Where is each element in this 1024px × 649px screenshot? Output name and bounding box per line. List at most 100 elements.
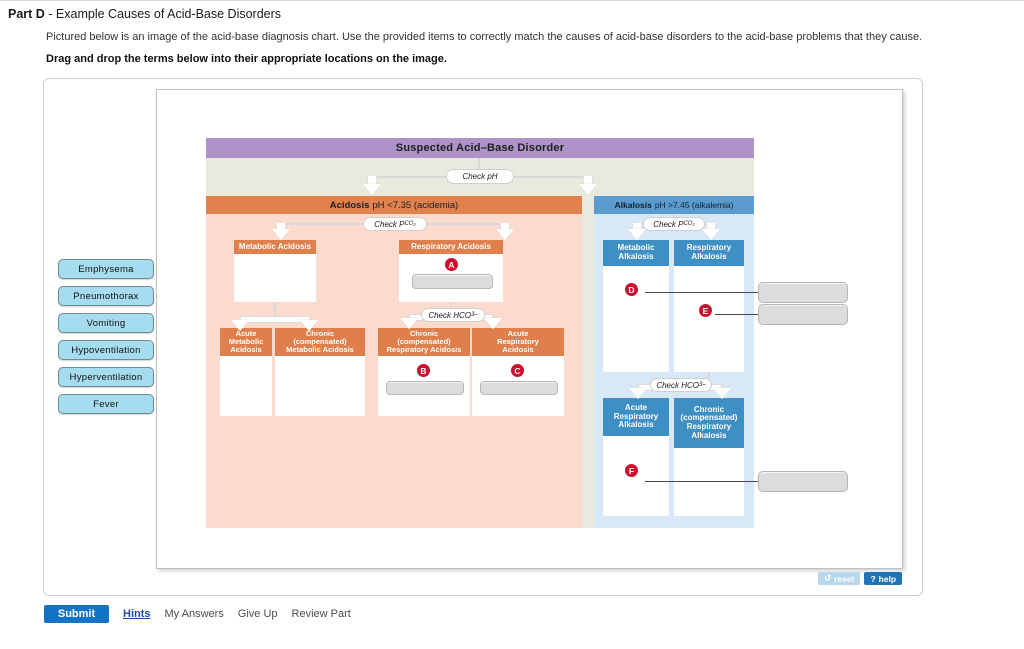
met-split-hbar (240, 316, 310, 323)
drop-slot-e[interactable] (758, 304, 848, 325)
node-acute-respiratory-acidosis-body: C (472, 356, 564, 416)
acid-pco2-right-stem (500, 223, 510, 230)
node-acute-respiratory-acidosis: Acute Respiratory Acidosis C (472, 328, 564, 416)
drop-slot-c[interactable] (480, 381, 558, 395)
check-ph-label: Check pH (446, 169, 514, 184)
node-metabolic-alkalosis: Metabolic Alkalosis D (603, 240, 669, 372)
marker-a: A (445, 258, 458, 271)
drop-slot-b[interactable] (386, 381, 464, 395)
reset-icon: ↺ (824, 573, 832, 583)
term-chip-emphysema[interactable]: Emphysema (58, 259, 154, 279)
acid-pco2-left-arrow (272, 229, 290, 240)
acid-pco2-left-stem (276, 223, 286, 230)
part-label: Part D (8, 7, 45, 21)
acidosis-label: Acidosis (329, 199, 370, 211)
page-title: Part D - Example Causes of Acid-Base Dis… (8, 7, 281, 21)
alk-pco2-right-arrow (702, 229, 720, 240)
instruction-text: Drag and drop the terms below into their… (46, 53, 447, 65)
alk-pco2-left-arrow (628, 229, 646, 240)
met-split-stem (274, 302, 276, 318)
met-chronic-arrow (300, 320, 318, 331)
alkalosis-check-hco3-sub: 3 (699, 382, 703, 388)
alkalosis-check-hco3-sup: – (702, 382, 706, 388)
alkalosis-label: Alkalosis (614, 200, 652, 210)
acidosis-detail: pH <7.35 (acidemia) (372, 199, 459, 211)
node-chronic-respiratory-acidosis-body: B (378, 356, 470, 416)
node-acute-respiratory-acidosis-caption: Acute Respiratory Acidosis (472, 328, 564, 356)
part-title-text: - Example Causes of Acid-Base Disorders (44, 7, 282, 21)
resp-acute-arrow (484, 318, 502, 329)
node-acute-respiratory-alkalosis: Acute Respiratory Alkalosis F (603, 398, 669, 516)
node-metabolic-alkalosis-caption: Metabolic Alkalosis (603, 240, 669, 266)
node-chronic-respiratory-acidosis: Chronic (compensated) Respiratory Acidos… (378, 328, 470, 416)
review-part-link[interactable]: Review Part (291, 608, 351, 620)
node-acute-metabolic-acidosis-caption: Acute Metabolic Acidosis (220, 328, 272, 356)
term-chip-hypoventilation[interactable]: Hypoventilation (58, 340, 154, 360)
marker-b: B (417, 364, 430, 377)
leader-line-f (645, 481, 760, 482)
node-metabolic-acidosis-body (234, 254, 316, 302)
ph-left-arrow (363, 184, 381, 195)
node-acute-metabolic-acidosis: Acute Metabolic Acidosis (220, 328, 272, 416)
node-chronic-respiratory-alkalosis-body (674, 448, 744, 516)
my-answers-link[interactable]: My Answers (164, 608, 224, 620)
acidosis-check-hco3-sup: – (474, 312, 478, 318)
node-respiratory-acidosis-body: A (399, 254, 503, 302)
node-acute-metabolic-acidosis-body (220, 356, 272, 416)
marker-e: E (699, 304, 712, 317)
give-up-link[interactable]: Give Up (237, 608, 278, 620)
ph-left-stem (367, 176, 377, 185)
term-chip-pneumothorax[interactable]: Pneumothorax (58, 286, 154, 306)
ph-stem-vline (478, 158, 480, 176)
acid-pco2-right-arrow (496, 229, 514, 240)
drop-slot-d[interactable] (758, 282, 848, 303)
node-respiratory-alkalosis-body: E (674, 266, 744, 372)
drop-slot-a[interactable] (412, 274, 493, 289)
term-bank: Emphysema Pneumothorax Vomiting Hypovent… (58, 259, 154, 421)
resp-chronic-arrow (400, 318, 418, 329)
node-metabolic-acidosis: Metabolic Acidosis (234, 240, 316, 302)
alkalosis-check-pco2-text: Check P (653, 219, 684, 229)
node-respiratory-acidosis-caption: Respiratory Acidosis (399, 240, 503, 254)
help-button[interactable]: ? help (864, 572, 903, 585)
diagram-title: Suspected Acid–Base Disorder (206, 138, 754, 158)
reset-button[interactable]: ↺ reset (818, 572, 861, 585)
term-chip-fever[interactable]: Fever (58, 394, 154, 414)
prompt-text: Pictured below is an image of the acid-b… (46, 31, 923, 43)
term-chip-vomiting[interactable]: Vomiting (58, 313, 154, 333)
alk-pco2-left-stem (632, 223, 642, 230)
node-chronic-respiratory-acidosis-caption: Chronic (compensated) Respiratory Acidos… (378, 328, 470, 356)
hints-link[interactable]: Hints (123, 608, 151, 620)
term-chip-hyperventilation[interactable]: Hyperventilation (58, 367, 154, 387)
submit-button[interactable]: Submit (44, 605, 109, 623)
met-acute-arrow (231, 320, 249, 331)
alk-hco3-stem (708, 372, 710, 384)
reset-label: reset (834, 573, 855, 584)
alkalosis-check-hco3-text: Check HCO (656, 380, 699, 390)
acidosis-header: Acidosis pH <7.35 (acidemia) (206, 196, 582, 214)
node-acute-respiratory-alkalosis-caption: Acute Respiratory Alkalosis (603, 398, 669, 436)
ph-right-arrow (579, 184, 597, 195)
node-chronic-respiratory-alkalosis: Chronic (compensated) Respiratory Alkalo… (674, 398, 744, 516)
alkalosis-header: Alkalosis pH >7.45 (alkalemia) (594, 196, 754, 214)
acidosis-check-pco2-text: Check P (374, 219, 405, 229)
acidosis-check-hco3-text: Check HCO (428, 310, 471, 320)
node-respiratory-alkalosis: Respiratory Alkalosis E (674, 240, 744, 372)
alkalosis-check-pco2-sub: CO₂ (683, 221, 695, 227)
node-chronic-metabolic-acidosis-caption: Chronic (compensated) Metabolic Acidosis (275, 328, 365, 356)
node-metabolic-acidosis-caption: Metabolic Acidosis (234, 240, 316, 254)
footer-bar: Submit Hints My Answers Give Up Review P… (44, 605, 351, 623)
alk-chronic-arrow (713, 388, 731, 399)
marker-f: F (625, 464, 638, 477)
marker-d: D (625, 283, 638, 296)
node-acute-respiratory-alkalosis-body: F (603, 436, 669, 516)
drop-slot-f[interactable] (758, 471, 848, 492)
alk-pco2-right-stem (706, 223, 716, 230)
ph-right-stem (583, 176, 593, 185)
